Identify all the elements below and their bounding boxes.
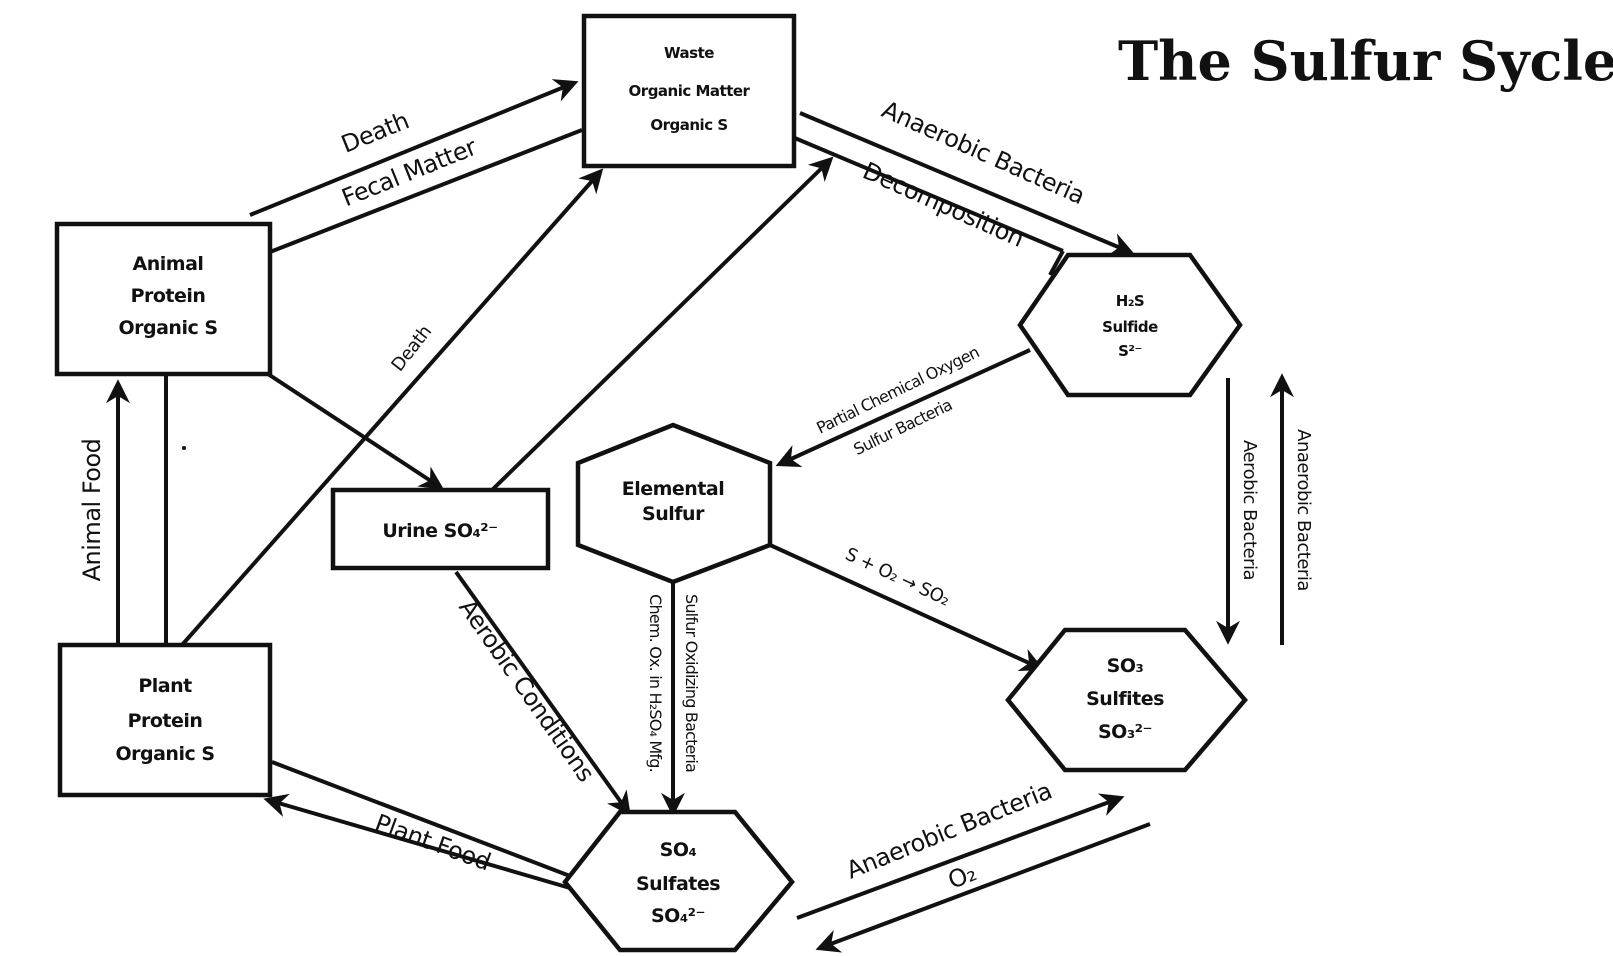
sulfates-hexagon	[562, 809, 795, 953]
plant-line-3: Organic S	[115, 743, 214, 765]
diagram-title: The Sulfur Sycle	[1118, 29, 1613, 93]
node-animal-protein: Animal Protein Organic S	[54, 221, 273, 377]
label-chem-ox: Chem. Ox. in H₂SO₄ Mfg.	[646, 594, 665, 772]
label-s-o2-so2: S + O₂ → SO₂	[842, 544, 953, 611]
animal-line-3: Organic S	[118, 317, 217, 339]
sulfites-hexagon	[1005, 627, 1248, 773]
line-decomposition	[789, 134, 1064, 253]
sulfites-line-1: SO₃	[1107, 655, 1144, 677]
edge-urine-to-sulfates: Aerobic Conditions	[453, 570, 631, 816]
line-fecal-matter	[269, 128, 583, 254]
node-elemental-sulfur: Elemental Sulfur	[575, 422, 773, 585]
edge-sulfates-to-plant: Plant Food	[263, 760, 571, 890]
edge-elemental-to-sulfates: Sulfur Oxidizing Bacteria Chem. Ox. in H…	[646, 580, 701, 817]
sulfates-line-3: SO₄²⁻	[651, 905, 705, 927]
sulfide-hexagon	[1017, 252, 1243, 398]
edge-elemental-to-sulfites: S + O₂ → SO₂	[769, 543, 1045, 671]
sulfites-line-2: Sulfites	[1086, 688, 1164, 710]
plant-line-2: Protein	[128, 710, 203, 732]
edge-waste-to-sulfide: Anaerobic Bacteria Decomposition	[789, 95, 1135, 276]
elemental-line-1: Elemental	[622, 478, 725, 500]
arrow-anaerobic-bacteria-bottom	[796, 793, 1125, 920]
waste-line-1: Waste	[664, 44, 714, 62]
animal-line-1: Animal	[133, 253, 204, 275]
plant-line-1: Plant	[138, 675, 192, 697]
arrow-s-plus-o2	[769, 543, 1045, 671]
node-waste-organic-matter: Waste Organic Matter Organic S	[581, 13, 797, 169]
sulfates-line-1: SO₄	[660, 839, 697, 861]
edge-sulfide-sulfites: Aerobic Bacteria Anaerobic Bacteria	[1216, 373, 1314, 645]
arrow-death	[249, 79, 579, 217]
label-death: Death	[337, 106, 412, 158]
edge-sulfide-to-elemental: Partial Chemical Oxygen Sulfur Bacteria	[775, 343, 1031, 467]
label-plant-food: Plant Food	[371, 809, 494, 877]
arrow-anaerobic-decomposition	[799, 111, 1135, 256]
line-decomposition-tick	[1048, 250, 1065, 276]
label-anaerobic-bacteria-vertical: Anaerobic Bacteria	[1293, 429, 1314, 591]
arrow-urine-to-waste	[490, 156, 834, 492]
sulfide-line-2: Sulfide	[1102, 318, 1158, 336]
node-sulfites: SO₃ Sulfites SO₃²⁻	[1005, 627, 1248, 773]
label-sulfur-oxidizing-bacteria: Sulfur Oxidizing Bacteria	[682, 594, 701, 772]
animal-box	[54, 221, 273, 377]
plant-box	[57, 642, 273, 798]
arrow-plant-death	[180, 168, 604, 647]
waste-line-3: Organic S	[650, 116, 727, 134]
node-urine: Urine SO₄²⁻	[330, 487, 551, 571]
urine-label: Urine SO₄²⁻	[382, 520, 497, 542]
scan-dot	[182, 446, 186, 450]
label-aerobic-bacteria: Aerobic Bacteria	[1239, 440, 1260, 580]
label-animal-food: Animal Food	[78, 439, 106, 582]
sulfide-line-3: S²⁻	[1118, 342, 1142, 360]
urine-box	[330, 487, 551, 571]
waste-box	[581, 13, 797, 169]
line-plant-food-upper	[271, 760, 571, 878]
edge-plant-to-animal: Animal Food	[78, 375, 168, 645]
elemental-hexagon	[575, 422, 773, 585]
arrow-partial-oxidation	[775, 348, 1031, 467]
node-plant-protein: Plant Protein Organic S	[57, 642, 273, 798]
edge-death-fecal-matter: Death Fecal Matter	[249, 79, 583, 254]
edge-sulfates-sulfites: Anaerobic Bacteria O₂	[796, 777, 1151, 953]
animal-line-2: Protein	[131, 285, 206, 307]
arrow-plant-food	[263, 793, 571, 890]
sulfide-line-1: H₂S	[1116, 292, 1144, 310]
node-h2s-sulfide: H₂S Sulfide S²⁻	[1017, 252, 1243, 398]
elemental-line-2: Sulfur	[642, 503, 705, 525]
sulfites-line-3: SO₃²⁻	[1098, 721, 1152, 743]
label-aerobic-conditions: Aerobic Conditions	[453, 594, 600, 787]
arrow-aerobic-conditions	[454, 570, 631, 816]
waste-line-2: Organic Matter	[629, 82, 751, 100]
sulfates-line-2: Sulfates	[636, 873, 720, 895]
arrow-o2	[815, 822, 1151, 953]
node-sulfates: SO₄ Sulfates SO₄²⁻	[562, 809, 795, 953]
arrow-animal-to-urine	[266, 372, 445, 490]
